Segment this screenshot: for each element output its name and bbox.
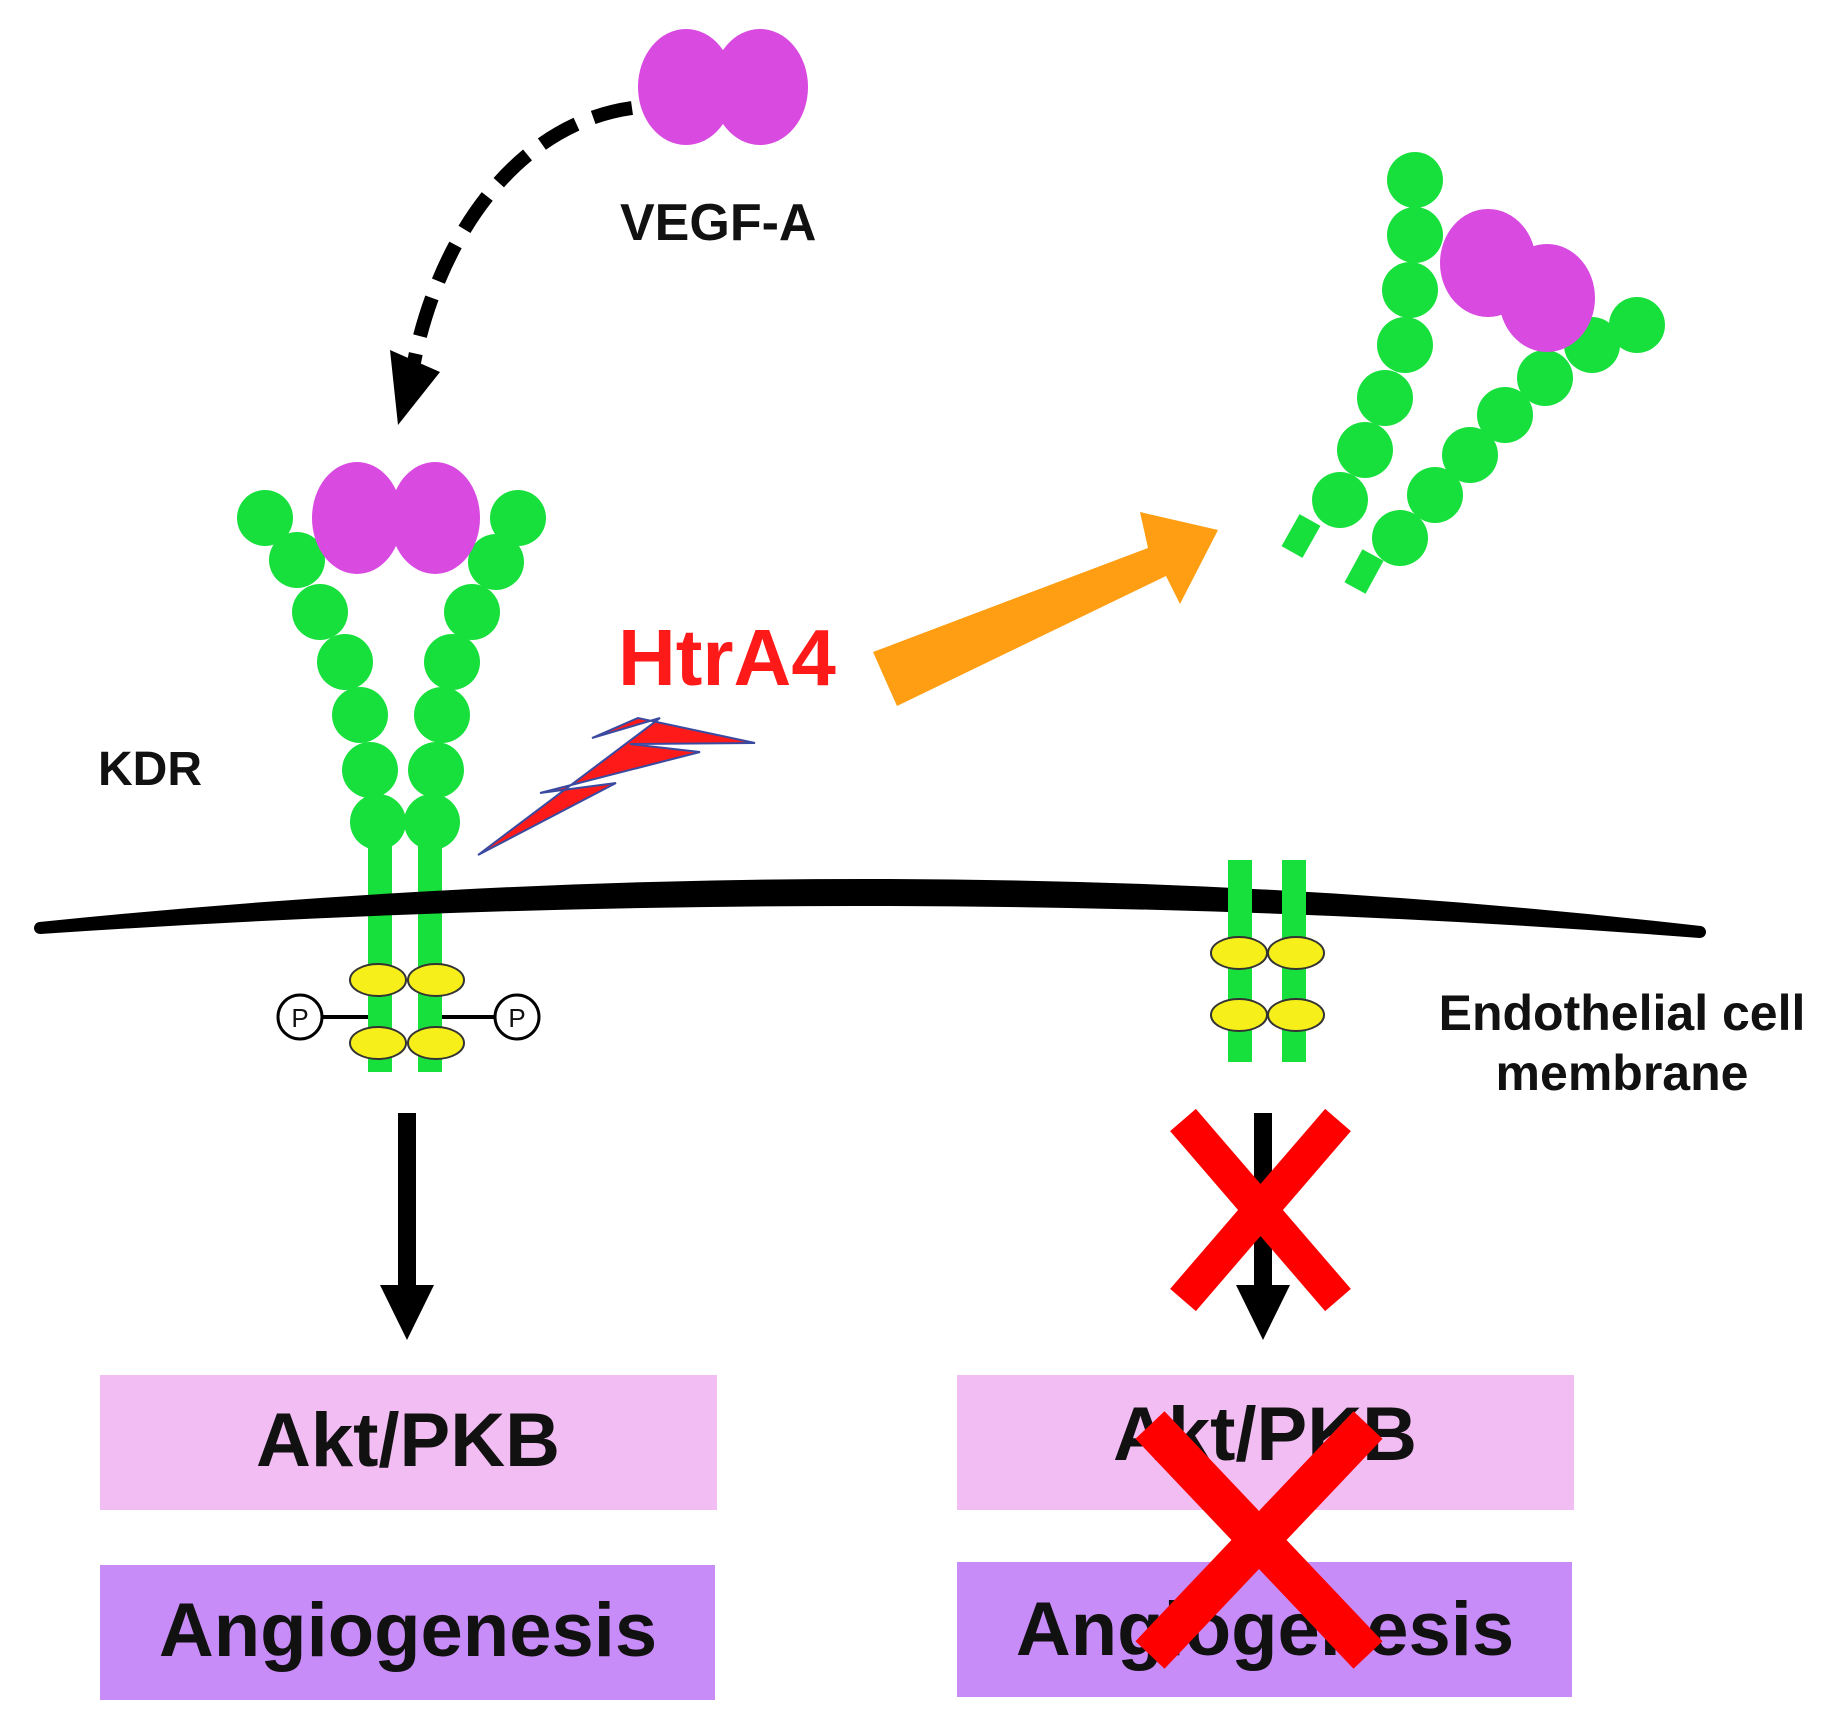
cleaved-kdr-fragment <box>1281 152 1665 594</box>
ig-domain <box>1609 297 1665 353</box>
akt-box-right <box>957 1375 1574 1510</box>
kdr-receptor-right-cleaved <box>1210 860 1325 1062</box>
kdr-receptor-left <box>237 462 546 1072</box>
vegf-a-subunit <box>638 29 734 145</box>
kinase-domain <box>407 1026 465 1060</box>
kinase-domain <box>1210 936 1268 970</box>
ig-domain <box>468 534 524 590</box>
ig-domain <box>1517 350 1573 406</box>
signal-arrow-left-head <box>380 1285 434 1340</box>
angiogenesis-label-right: Angiogenesis <box>1016 1587 1514 1672</box>
phosphate-label: P <box>291 1003 308 1033</box>
ig-domain <box>1312 472 1368 528</box>
angiogenesis-label-left: Angiogenesis <box>159 1588 657 1673</box>
membrane-label-line2: membrane <box>1496 1045 1749 1101</box>
ig-domain <box>350 794 406 850</box>
ig-domain <box>444 584 500 640</box>
ig-domain <box>237 490 293 546</box>
vegf-a-subunit-bound <box>1499 244 1595 352</box>
akt-box-left <box>100 1375 717 1510</box>
akt-label-left: Akt/PKB <box>256 1398 560 1483</box>
ig-domain <box>1407 467 1463 523</box>
block-cross-outcome <box>1135 1411 1383 1669</box>
ig-domain <box>404 794 460 850</box>
cleaved-stub <box>1281 514 1321 558</box>
membrane-label-line1: Endothelial cell <box>1439 985 1806 1041</box>
ig-domain <box>1442 427 1498 483</box>
kinase-domain <box>1210 998 1268 1032</box>
vegf-a-label: VEGF-A <box>620 194 816 252</box>
ig-domain <box>317 634 373 690</box>
kinase-domain <box>407 963 465 997</box>
ig-domain <box>1387 207 1443 263</box>
kdr-label: KDR <box>98 743 202 796</box>
cell-membrane <box>34 878 1706 938</box>
kinase-domain <box>349 1026 407 1060</box>
angiogenesis-box-left <box>100 1565 715 1700</box>
ig-domain <box>1382 262 1438 318</box>
vegf-a-dimer-free <box>638 29 808 145</box>
block-cross-signal <box>1170 1108 1351 1312</box>
ig-domain <box>1372 510 1428 566</box>
ig-domain <box>1387 152 1443 208</box>
vegf-a-subunit-bound <box>312 462 402 574</box>
kinase-domain <box>349 963 407 997</box>
ig-domain <box>269 532 325 588</box>
ig-domain <box>490 490 546 546</box>
ig-domain <box>414 687 470 743</box>
htra4-lightning-bolt <box>477 716 756 856</box>
ig-domain <box>1337 422 1393 478</box>
cleavage-arrow <box>873 512 1218 706</box>
ig-domain <box>1477 387 1533 443</box>
signal-arrow-right-head <box>1236 1285 1290 1340</box>
cleaved-stub <box>1344 549 1384 594</box>
binding-dashed-arrow <box>403 101 633 387</box>
ig-domain <box>332 687 388 743</box>
binding-arrowhead <box>390 350 440 425</box>
ig-domain <box>1377 317 1433 373</box>
kinase-domain <box>1267 936 1325 970</box>
intracellular-domains-left: P P <box>276 963 541 1060</box>
ig-domain <box>424 634 480 690</box>
kinase-domain <box>1267 998 1325 1032</box>
phosphate-label: P <box>508 1003 525 1033</box>
phosphate-group <box>276 993 324 1041</box>
angiogenesis-box-right <box>957 1562 1572 1697</box>
ig-domain <box>408 742 464 798</box>
ig-domain <box>1357 370 1413 426</box>
htra4-label: HtrA4 <box>618 613 836 702</box>
ig-domain <box>342 742 398 798</box>
vegf-a-subunit-bound <box>390 462 480 574</box>
ig-domain <box>292 584 348 640</box>
vegf-a-subunit <box>712 29 808 145</box>
phosphate-group <box>493 993 541 1041</box>
